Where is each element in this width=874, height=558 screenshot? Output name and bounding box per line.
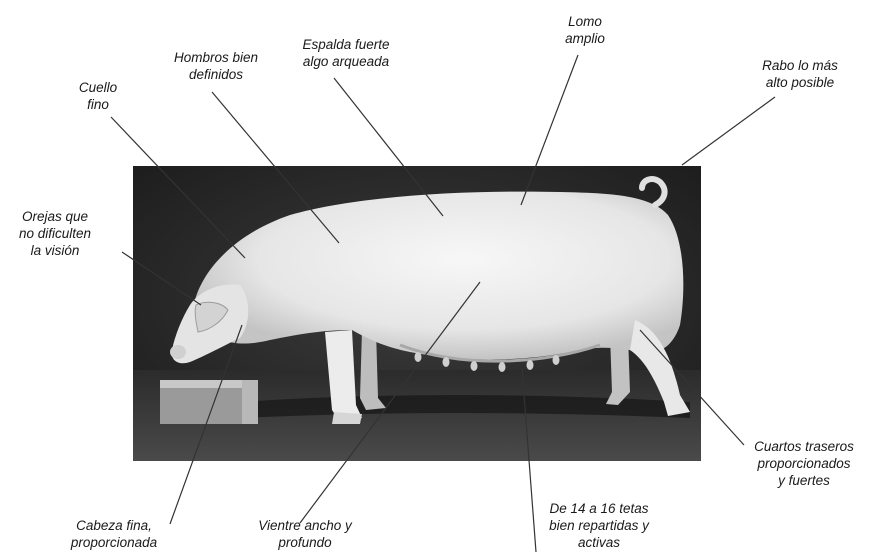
label-rabo: Rabo lo más alto posible — [742, 57, 858, 91]
label-hombros: Hombros bien definidos — [158, 49, 274, 83]
leader-line-rabo — [682, 97, 775, 165]
label-cabeza: Cabeza fina, proporcionada — [52, 517, 176, 551]
photo — [133, 166, 701, 461]
label-vientre: Vientre ancho y profundo — [240, 517, 370, 551]
label-cuartos: Cuartos traseros proporcionados y fuerte… — [738, 438, 870, 489]
label-espalda: Espalda fuerte algo arqueada — [283, 36, 409, 70]
label-tetas: De 14 a 16 tetas bien repartidas y activ… — [528, 500, 670, 551]
label-cuello: Cuello fino — [63, 79, 133, 113]
pig-near-front-hoof — [332, 412, 362, 424]
label-lomo: Lomo amplio — [550, 13, 620, 47]
pig-snout — [170, 345, 186, 359]
label-orejas: Orejas que no dificulten la visión — [2, 208, 108, 259]
